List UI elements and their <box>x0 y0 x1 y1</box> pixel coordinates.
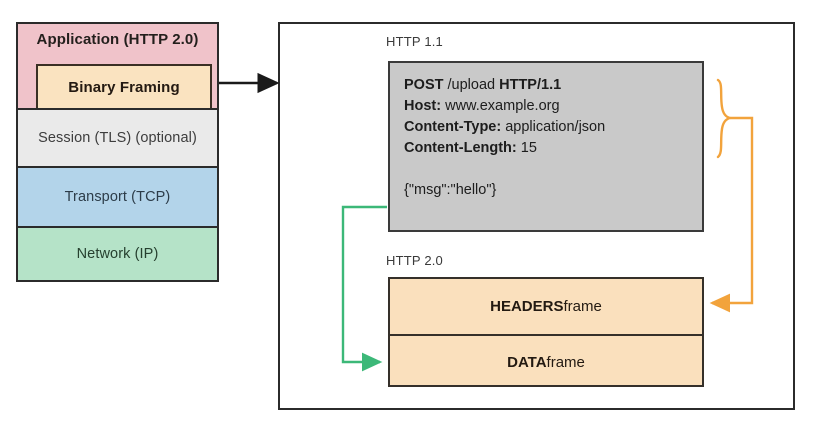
request-path: /upload <box>443 77 500 93</box>
stack-layer-application: Application (HTTP 2.0) Binary Framing <box>16 22 219 108</box>
http20-frames: HEADERS frame DATA frame <box>388 277 704 387</box>
http11-message-box: POST /upload HTTP/1.1 Host: www.example.… <box>388 61 704 232</box>
stack-layer-session-label: Session (TLS) (optional) <box>38 130 197 146</box>
binary-framing-box: Binary Framing <box>36 64 212 108</box>
header-value: application/json <box>501 119 606 135</box>
stack-layer-network-label: Network (IP) <box>76 246 159 262</box>
stack-layer-application-label: Application (HTTP 2.0) <box>36 31 199 48</box>
header-value: www.example.org <box>441 98 560 114</box>
header-row: Content-Type: application/json <box>404 117 702 138</box>
data-frame-name: DATA <box>507 354 547 371</box>
protocol-stack: Application (HTTP 2.0) Binary Framing Se… <box>16 22 219 282</box>
header-name: Host: <box>404 98 442 114</box>
header-row: Content-Length: 15 <box>404 138 702 159</box>
message-body: {"msg":"hello"} <box>404 182 497 198</box>
http11-section-label: HTTP 1.1 <box>386 34 443 49</box>
stack-layer-transport-label: Transport (TCP) <box>64 189 171 205</box>
header-value: 15 <box>516 140 537 156</box>
watermark <box>470 398 800 412</box>
stack-layer-network: Network (IP) <box>16 226 219 282</box>
headers-frame: HEADERS frame <box>390 279 702 334</box>
header-name: Content-Length: <box>404 140 517 156</box>
data-frame-suffix: frame <box>546 354 585 371</box>
headers-frame-suffix: frame <box>563 298 602 315</box>
stack-layer-transport: Transport (TCP) <box>16 166 219 226</box>
http20-section-label: HTTP 2.0 <box>386 253 443 268</box>
request-version: HTTP/1.1 <box>499 77 562 93</box>
request-method: POST <box>404 77 444 93</box>
header-name: Content-Type: <box>404 119 502 135</box>
stack-layer-session: Session (TLS) (optional) <box>16 108 219 166</box>
data-frame: DATA frame <box>390 334 702 389</box>
header-row: Host: www.example.org <box>404 96 702 117</box>
request-line: POST /upload HTTP/1.1 <box>404 75 702 96</box>
headers-frame-name: HEADERS <box>490 298 564 315</box>
